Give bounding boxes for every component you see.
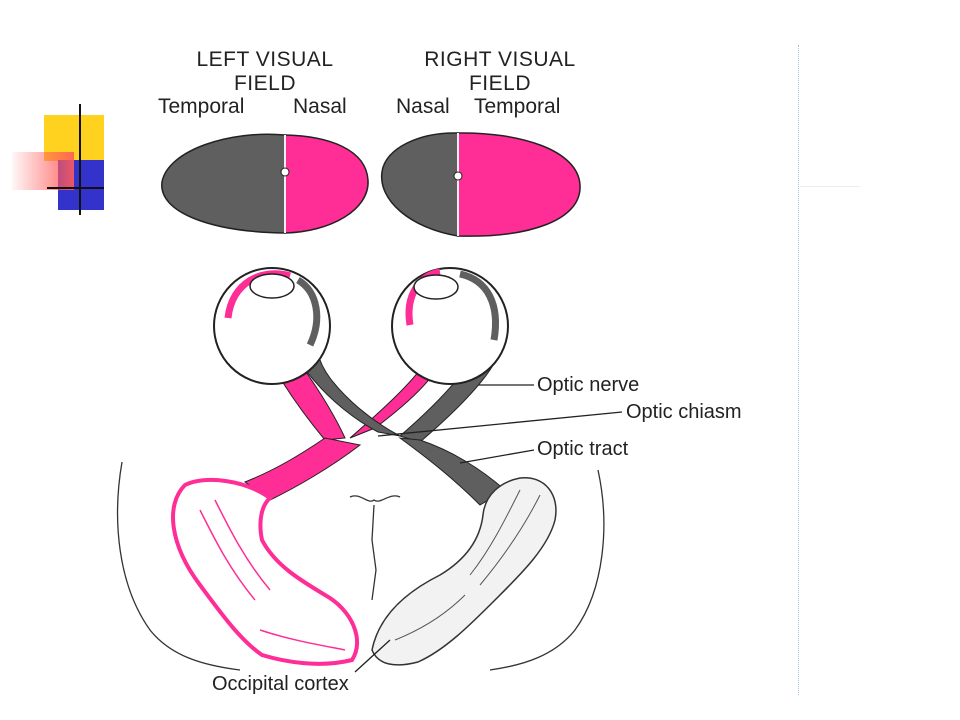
optic-tract-leader xyxy=(459,449,535,464)
right-field-title-line2: FIELD xyxy=(468,72,531,95)
corner-decoration xyxy=(12,104,104,215)
occipital-cortex-leader xyxy=(354,639,391,673)
right-fixation-point xyxy=(453,171,463,181)
midline-notch xyxy=(349,495,401,502)
right-field-temporal-half xyxy=(457,132,581,237)
left-nasal-label: Nasal xyxy=(293,95,347,118)
optic-chiasm-label: Optic chiasm xyxy=(626,401,742,423)
right-eyeball xyxy=(391,267,509,385)
right-nasal-label: Nasal xyxy=(396,95,450,118)
left-field-title: LEFT VISUAL FIELD xyxy=(160,48,370,96)
brain-outline xyxy=(116,461,605,671)
red-gradient-square xyxy=(12,152,74,190)
left-field-temporal-half xyxy=(161,133,286,234)
left-field-title-line2: FIELD xyxy=(233,72,296,95)
occipital-cortex-label: Occipital cortex xyxy=(212,673,349,695)
left-fixation-point xyxy=(280,167,290,177)
left-eye xyxy=(213,267,331,385)
right-eye xyxy=(391,267,509,385)
right-temporal-label: Temporal xyxy=(474,95,561,118)
midline-fissure xyxy=(371,504,377,601)
gray-occipital-cortex xyxy=(371,477,557,666)
right-field-nasal-half xyxy=(381,132,459,237)
optic-nerve-label: Optic nerve xyxy=(537,374,640,396)
left-eyeball xyxy=(213,267,331,385)
pink-occipital-cortex xyxy=(171,477,360,666)
right-cornea xyxy=(413,274,459,300)
left-temporal-label: Temporal xyxy=(158,95,245,118)
left-visual-field xyxy=(161,133,369,234)
left-field-title-line1: LEFT VISUAL xyxy=(196,48,334,71)
right-field-title: RIGHT VISUAL FIELD xyxy=(390,48,610,96)
pink-optic-tract xyxy=(243,437,362,501)
gray-optic-tract xyxy=(398,437,506,506)
right-visual-field xyxy=(381,132,581,237)
slide-guide-tick xyxy=(800,186,860,187)
slide-guide-line xyxy=(798,45,799,695)
right-field-title-line1: RIGHT VISUAL xyxy=(424,48,576,71)
optic-tract-label: Optic tract xyxy=(537,438,629,460)
optic-chiasm-leader xyxy=(377,411,623,437)
left-cornea xyxy=(249,273,295,299)
left-field-nasal-half xyxy=(284,134,369,234)
